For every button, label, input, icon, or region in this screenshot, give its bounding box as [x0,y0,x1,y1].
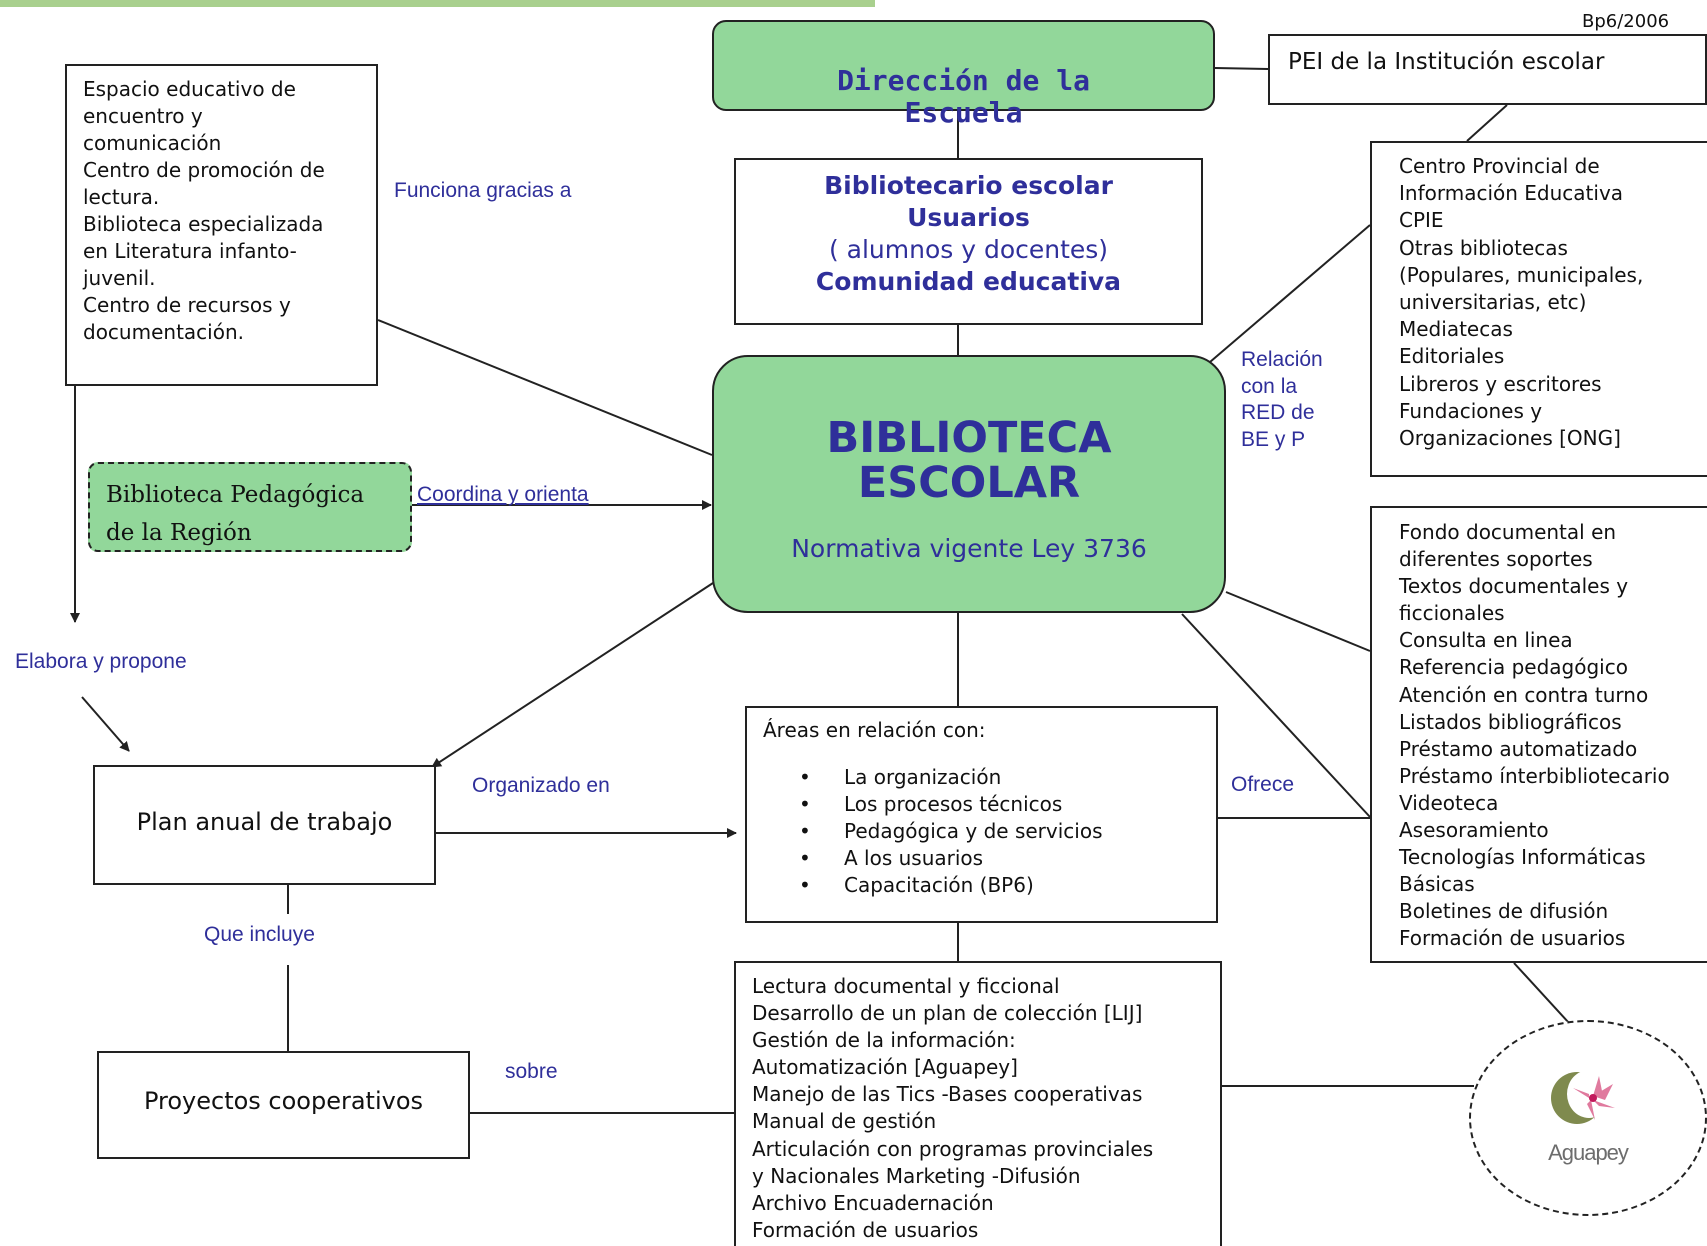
link-sobre: sobre [505,1060,558,1083]
link-ofrece: Ofrece [1231,773,1295,796]
line-espacio-biblioteca [377,319,713,456]
top-green-strip [0,0,875,7]
areas-item: •A los usuarios [799,846,984,870]
areas-item: •Pedagógica y de servicios [799,819,1103,843]
proyectos-cooperativos-node: Proyectos cooperativos [97,1051,470,1159]
biblioteca-pedagogica-node: Biblioteca Pedagógica de la Región [88,462,412,552]
aguapey-logo-text: Aguapey [1548,1140,1629,1165]
line-pei-centro [1466,104,1508,142]
alumnos-docentes-label: ( alumnos y docentes) [828,235,1109,264]
usuarios-label: Usuarios [907,203,1030,232]
link-que-incluye: Que incluye [204,923,315,946]
normativa-label: Normativa vigente Ley 3736 [791,534,1147,563]
link-organizado-en: Organizado en [472,774,610,797]
areas-item: •La organización [799,765,1002,789]
document-code: Bp6/2006 [1582,11,1670,32]
line-direccion-pei [1214,67,1269,70]
link-coordina-orienta: Coordina y orienta [417,483,589,506]
line-biblioteca-plan [431,582,714,768]
line-biblioteca-fondo-2 [1181,613,1371,818]
link-elabora-propone: Elabora y propone [15,650,187,673]
areas-item: •Los procesos técnicos [799,792,1063,816]
centro-node: Centro Provincial de Información Educati… [1370,141,1707,477]
link-funciona-gracias: Funciona gracias a [394,179,572,202]
line-elabora-plan [81,696,130,752]
comunidad-label: Comunidad educativa [815,267,1122,296]
plan-anual-node: Plan anual de trabajo [93,765,436,885]
areas-list: •La organización •Los procesos técnicos … [763,764,1216,899]
bibliotecario-title: Bibliotecario escolar [824,171,1113,200]
link-relacion-red: Relación con la RED de BE y P [1241,348,1323,451]
espacio-node: Espacio educativo de encuentro y comunic… [65,64,378,386]
biblioteca-title: BIBLIOTECA ESCOLAR [826,413,1112,508]
aguapey-flower-logo-icon [1551,1070,1615,1124]
bibliotecario-node: Bibliotecario escolar Usuarios ( alumnos… [734,158,1203,325]
areas-heading: Áreas en relación con: [763,718,986,742]
pei-label: PEI de la Institución escolar [1288,49,1605,75]
pei-node: PEI de la Institución escolar [1268,34,1707,105]
direccion-node: Dirección de la Escuela [712,20,1215,129]
areas-item: •Capacitación (BP6) [799,873,1034,897]
plan-anual-label: Plan anual de trabajo [136,808,393,836]
line-biblioteca-fondo [1225,591,1371,652]
proyectos-label: Proyectos cooperativos [143,1087,424,1115]
line-fondo-aguapey [1513,962,1570,1024]
areas-node: Áreas en relación con: •La organización … [745,706,1218,923]
aguapey-logo: Aguapey [1469,1020,1707,1216]
lectura-node: Lectura documental y ficcional Desarroll… [734,961,1222,1246]
fondo-node: Fondo documental en diferentes soportes … [1370,506,1707,963]
line-biblioteca-centro [1209,224,1371,363]
biblioteca-escolar-node: BIBLIOTECA ESCOLAR Normativa vigente Ley… [712,355,1226,613]
direccion-label: Dirección de la Escuela [837,64,1090,129]
